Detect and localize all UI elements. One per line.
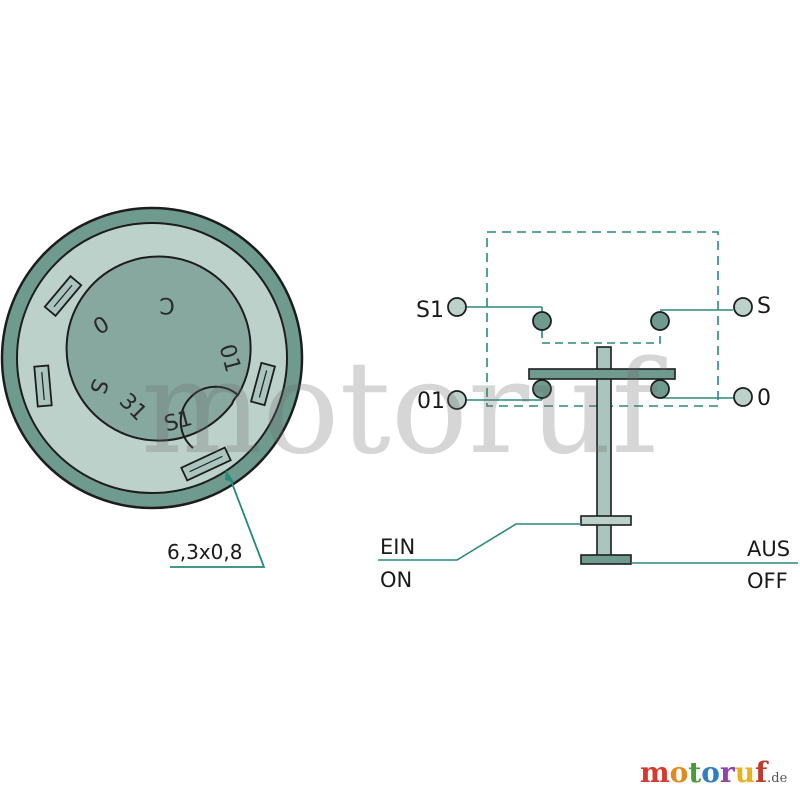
logo-letter: o [670,756,689,789]
logo-letter: f [755,756,769,789]
label-on: ON [380,568,412,592]
plunger-crossbar [528,368,676,380]
brand-logo-text: motoruf.de [640,756,788,789]
contact-upper-left [532,311,552,331]
contact-lower-right [650,379,670,399]
terminal-0 [733,387,753,407]
logo-letter: m [640,756,670,789]
terminal-blade-top-left [43,274,83,318]
schematic-label-0: 0 [757,386,771,411]
schematic-label-01: 01 [417,389,445,414]
switch-face: C 0 S 31 S1 01 6,3x0,8 [0,206,304,568]
terminal-s1 [447,297,467,317]
label-off: OFF [747,569,788,593]
brand-logo[interactable]: motoruf.de [640,756,788,789]
contact-upper-right [650,311,670,331]
on-leader [378,523,581,561]
terminal-blade-left [33,364,53,408]
dimension-label: 6,3x0,8 [167,540,242,564]
contact-lower-left [532,379,552,399]
logo-letter: u [735,756,755,789]
schematic-label-s: S [757,294,771,319]
terminal-01 [447,390,467,410]
label-ein: EIN [380,535,415,559]
face-label-c: C [159,292,174,317]
dimension-arrowhead [225,470,234,482]
on-position-collar [580,515,632,526]
terminal-blade-right [249,361,277,407]
dashed-housing [486,231,719,407]
dashed-contact-bridge [541,330,661,344]
schematic-label-s1: S1 [416,298,444,323]
logo-letter: o [701,756,720,789]
terminal-s [733,297,753,317]
dimension-leader [170,477,266,568]
logo-suffix: .de [767,771,787,786]
logo-letter: t [688,756,701,789]
logo-letter: r [720,756,736,789]
center-notch [179,385,239,449]
off-position-collar [580,554,632,565]
watermark: motoruf [141,334,668,483]
center-disc [65,255,252,442]
label-aus: AUS [747,537,790,561]
switch-schematic: S1 S 01 0 EIN ON AUS OFF [378,231,798,593]
terminal-blade-bottom [180,446,232,482]
